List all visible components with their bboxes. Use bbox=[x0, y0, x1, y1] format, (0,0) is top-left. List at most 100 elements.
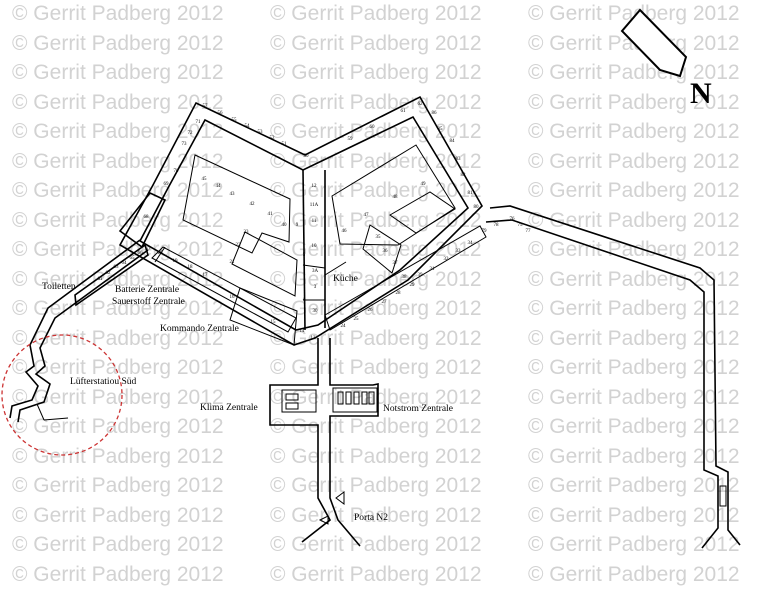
east-corridor bbox=[485, 205, 741, 549]
room-number: 40 bbox=[282, 223, 288, 228]
room-number: 45 bbox=[202, 177, 208, 182]
area-label-porta: Porta N2 bbox=[354, 513, 388, 523]
room-number: 22 bbox=[236, 243, 242, 248]
room-number: 76 bbox=[510, 217, 516, 222]
area-label-toiletten: Toiletten bbox=[42, 282, 76, 292]
main-building bbox=[118, 95, 487, 346]
room-number: 36 bbox=[383, 249, 389, 254]
room-number: 18 bbox=[188, 265, 194, 270]
room-number: 13 bbox=[311, 336, 317, 341]
room-number: 79 bbox=[482, 229, 488, 234]
room-number: 81 bbox=[468, 191, 474, 196]
room-number: 49 bbox=[421, 182, 427, 187]
room-number: 15 bbox=[271, 320, 277, 325]
room-number: 71 bbox=[196, 120, 202, 125]
room-number: 29 bbox=[410, 283, 416, 288]
south-corridor bbox=[269, 338, 379, 547]
room-number: 33 bbox=[456, 249, 462, 254]
room-number: 86 bbox=[432, 111, 438, 116]
west-corridor bbox=[9, 239, 149, 423]
room-number: 24 bbox=[341, 324, 347, 329]
room-number: 50 bbox=[304, 154, 310, 159]
room-number: 5 bbox=[303, 253, 306, 258]
room-number: 16 bbox=[230, 295, 236, 300]
area-label-klima: Klima Zentrale bbox=[200, 403, 258, 413]
room-number: 48 bbox=[393, 195, 399, 200]
lufterstation-highlight-circle bbox=[1, 334, 123, 456]
room-number: 67 bbox=[146, 247, 152, 252]
room-number: 63 bbox=[114, 265, 120, 270]
room-number: 54 bbox=[245, 124, 251, 129]
room-number: 66 bbox=[138, 251, 144, 256]
room-number: 20 bbox=[158, 251, 164, 256]
room-number: 85 bbox=[438, 127, 444, 132]
room-number: 23 bbox=[244, 230, 250, 235]
room-number: 10 bbox=[312, 244, 318, 249]
room-number: 61 bbox=[401, 109, 407, 114]
room-number: 32 bbox=[444, 257, 450, 262]
room-number: 75 bbox=[518, 223, 524, 228]
room-number: 83 bbox=[456, 157, 462, 162]
room-number: 39 bbox=[418, 273, 424, 278]
room-number: 11 bbox=[312, 219, 317, 224]
room-number: 72 bbox=[188, 131, 194, 136]
north-label: N bbox=[690, 77, 712, 110]
room-number: 82 bbox=[461, 173, 467, 178]
room-number: 21 bbox=[230, 260, 236, 265]
room-number: 25 bbox=[354, 317, 360, 322]
room-number: 70 bbox=[174, 169, 180, 174]
room-number: 30 bbox=[313, 309, 319, 314]
room-number: 26 bbox=[368, 308, 374, 313]
notstrom-generators bbox=[337, 391, 375, 405]
room-number: 42 bbox=[250, 202, 256, 207]
room-number: 41 bbox=[268, 212, 274, 217]
room-number: 59 bbox=[348, 137, 354, 142]
room-number: 27 bbox=[382, 300, 388, 305]
room-number: 38 bbox=[402, 275, 408, 280]
room-number: 17 bbox=[203, 273, 209, 278]
room-number: 69 bbox=[164, 182, 170, 187]
room-number: 53 bbox=[258, 130, 264, 135]
room-number: 34 bbox=[468, 241, 474, 246]
room-number: 37 bbox=[393, 261, 399, 266]
room-number: 77 bbox=[526, 229, 532, 234]
area-label-sauerstoff: Sauerstoff Zentrale bbox=[112, 296, 185, 307]
room-number: 9 bbox=[296, 223, 299, 228]
area-label-kommando: Kommando Zentrale bbox=[160, 324, 239, 334]
room-number: 43 bbox=[230, 192, 236, 197]
room-numbers: 57 56 55 54 53 52 51 50 59 60 61 62 71 7… bbox=[98, 102, 532, 341]
room-number: 60 bbox=[370, 125, 376, 130]
room-number: 46 bbox=[342, 229, 348, 234]
room-number: 62 bbox=[418, 102, 424, 107]
room-number: 4 bbox=[303, 297, 306, 302]
room-number: 11A bbox=[310, 203, 319, 208]
room-number: 55 bbox=[232, 118, 238, 123]
room-number: 3 bbox=[314, 285, 317, 290]
room-number: 19 bbox=[173, 259, 179, 264]
room-number: 80 bbox=[474, 205, 480, 210]
area-label-batterie: Batterie Zentrale bbox=[115, 285, 179, 295]
room-number: 52 bbox=[270, 136, 276, 141]
room-number: 64 bbox=[122, 261, 128, 266]
room-number: 62 bbox=[106, 271, 112, 276]
room-number: 12 bbox=[312, 184, 318, 189]
room-number: 78 bbox=[494, 223, 500, 228]
room-number: 68 bbox=[144, 215, 150, 220]
area-label-notstrom: Notstrom Zentrale bbox=[383, 404, 453, 414]
room-number: 61 bbox=[98, 277, 104, 282]
room-number: 84 bbox=[450, 139, 456, 144]
north-arrow-icon bbox=[620, 8, 688, 78]
room-number: 56 bbox=[218, 111, 224, 116]
room-number: 14 bbox=[300, 329, 306, 334]
area-label-kueche: Küche bbox=[333, 274, 358, 284]
room-number: 44 bbox=[216, 184, 222, 189]
room-number: 28 bbox=[396, 291, 402, 296]
room-number: 35 bbox=[376, 235, 382, 240]
room-number: 57 bbox=[203, 104, 209, 109]
room-number: 65 bbox=[130, 256, 136, 261]
room-number: 47 bbox=[364, 213, 370, 218]
room-number: 31 bbox=[430, 267, 436, 272]
area-label-luefterstation: Lüfterstatiou Süd bbox=[70, 376, 136, 387]
